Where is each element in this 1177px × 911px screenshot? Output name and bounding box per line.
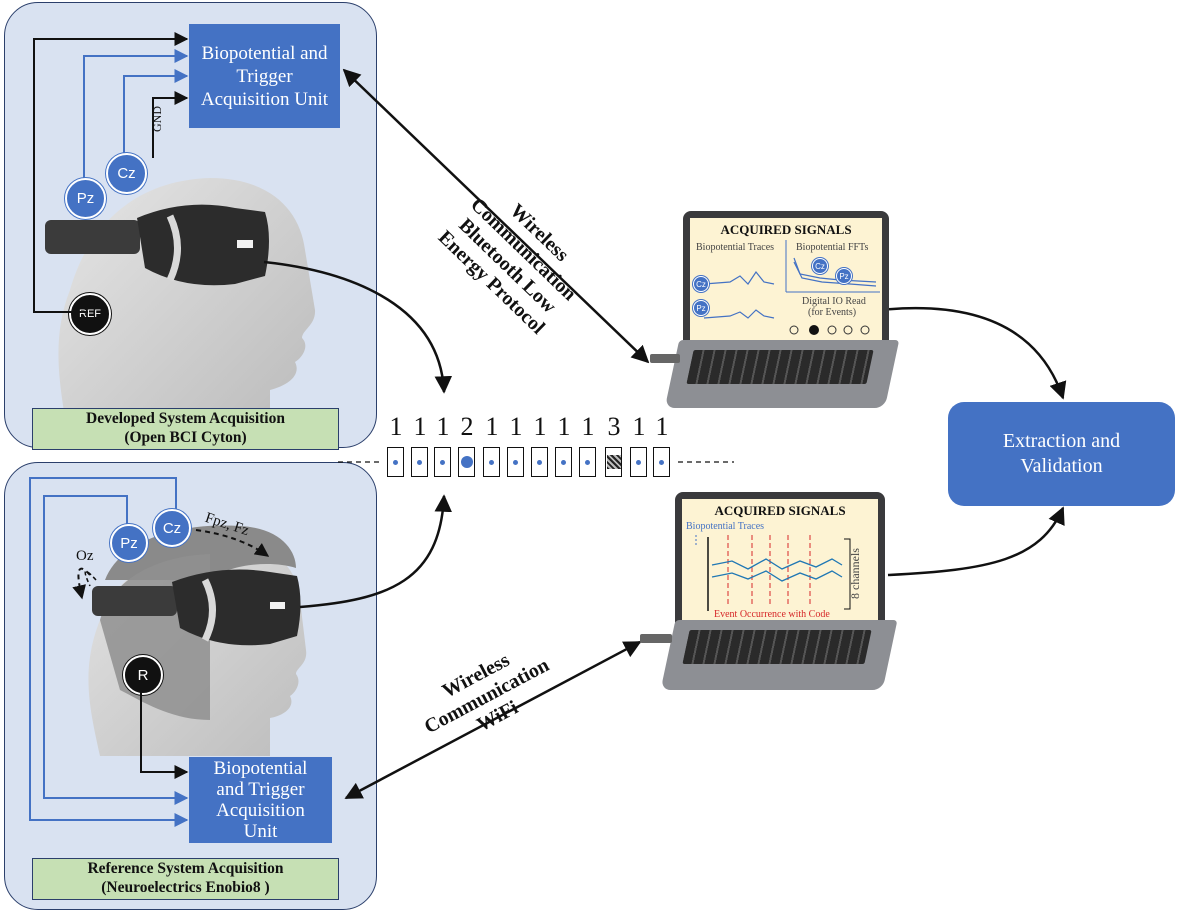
event-cell [579,447,596,477]
electrode-ref-top: REF [69,293,111,335]
reference-system-caption: Reference System Acquisition (Neuroelect… [32,858,339,900]
event-marker [606,455,621,469]
event-code: 1 [436,412,450,441]
reference-system-caption-line2: (Neuroelectrics Enobio8 ) [101,879,270,896]
acquisition-unit-bottom-label: Biopotential and Trigger Acquisition Uni… [213,758,308,842]
event-marker [460,456,473,468]
laptop-top-fft-cz-label: Cz [815,261,825,271]
event-cell [387,447,404,477]
extraction-validation-box: Extraction and Validation [948,402,1175,506]
laptop-top-cz-label: Cz [696,279,706,289]
vr-headset-bottom [92,569,301,646]
laptop-top-fft-cz-badge: Cz [812,258,828,274]
event-code: 1 [655,412,669,441]
laptop-top-traces-label: Biopotential Traces [696,242,775,253]
event-marker [513,459,518,465]
event-code: 1 [581,412,595,441]
electrode-cz-bottom-label: Cz [162,519,182,537]
reference-system-caption-line1: Reference System Acquisition [87,860,284,877]
laptop-top-digital-label-2: (for Events) [808,307,857,318]
event-cell [630,447,647,477]
laptop-top-pz-badge: Pz [693,300,709,316]
laptop-top-fft-label: Biopotential FFTs [796,242,869,253]
event-code: 3 [607,412,621,441]
electrode-pz-top: Pz [65,178,106,219]
electrode-r-bottom: R [123,655,163,695]
event-cell [555,447,572,477]
event-marker [585,459,590,465]
acquisition-unit-top-label: Biopotential and Trigger Acquisition Uni… [200,42,329,110]
event-cell [653,447,670,477]
event-marker [636,459,641,465]
developed-system-caption-line1: Developed System Acquisition [86,410,285,427]
acquisition-unit-top: Biopotential and Trigger Acquisition Uni… [189,24,340,128]
event-code: 1 [533,412,547,441]
event-cell [507,447,524,477]
laptop-top-display: ACQUIRED SIGNALS Biopotential Traces Bio… [690,218,882,344]
electrode-pz-bottom-label: Pz [120,534,138,552]
laptop-top-cz-badge: Cz [693,276,709,292]
acquisition-unit-bottom: Biopotential and Trigger Acquisition Uni… [189,757,332,843]
electrode-pz-top-label: Pz [76,190,95,207]
event-code: 2 [460,412,474,441]
event-code: 1 [509,412,523,441]
event-code: 1 [413,412,427,441]
event-marker [561,459,566,465]
event-marker [659,459,664,465]
event-marker [417,459,422,465]
electrode-pz-bottom: Pz [110,524,148,562]
event-cell [483,447,500,477]
event-marker [537,459,542,465]
extraction-validation-label: Extraction and Validation [1002,430,1121,477]
laptop-top-plots [703,240,880,335]
event-cell [411,447,428,477]
laptop-bottom-keyboard [682,630,872,664]
laptop-bottom-display: ACQUIRED SIGNALS Biopotential Traces Eve… [682,499,878,623]
laptop-bottom-traces-label: Biopotential Traces [686,521,765,532]
laptop-bottom-plots [695,535,851,611]
electrode-cz-bottom: Cz [153,509,191,547]
developed-system-caption: Developed System Acquisition (Open BCI C… [32,408,339,450]
laptop-top-fft-pz-label: Pz [839,271,849,281]
event-marker [440,459,445,465]
laptop-top-title: ACQUIRED SIGNALS [720,222,852,237]
vr-headset-top [45,204,269,286]
laptop-bottom-event-label: Event Occurrence with Code [714,609,830,620]
developed-system-caption-line2: (Open BCI Cyton) [124,429,247,446]
electrode-r-bottom-label: R [137,666,149,684]
usb-dongle-bottom [640,634,672,643]
event-code: 1 [557,412,571,441]
electrode-cz-top: Cz [106,153,147,194]
event-code: 1 [632,412,646,441]
event-cell [531,447,548,477]
laptop-top-keyboard [686,350,874,384]
event-cell [605,447,622,477]
event-code: 1 [389,412,403,441]
laptop-top-fft-pz-badge: Pz [836,268,852,284]
event-marker [393,459,398,465]
usb-dongle-top [650,354,680,363]
laptop-top-digital-label-1: Digital IO Read [802,296,866,307]
event-cell [458,447,475,477]
electrode-cz-top-label: Cz [117,165,136,182]
laptop-bottom-title: ACQUIRED SIGNALS [714,503,846,518]
event-cell [434,447,451,477]
laptop-top-pz-label: Pz [696,303,706,313]
oz-label: Oz [76,548,94,564]
event-code: 1 [485,412,499,441]
event-marker [489,459,494,465]
